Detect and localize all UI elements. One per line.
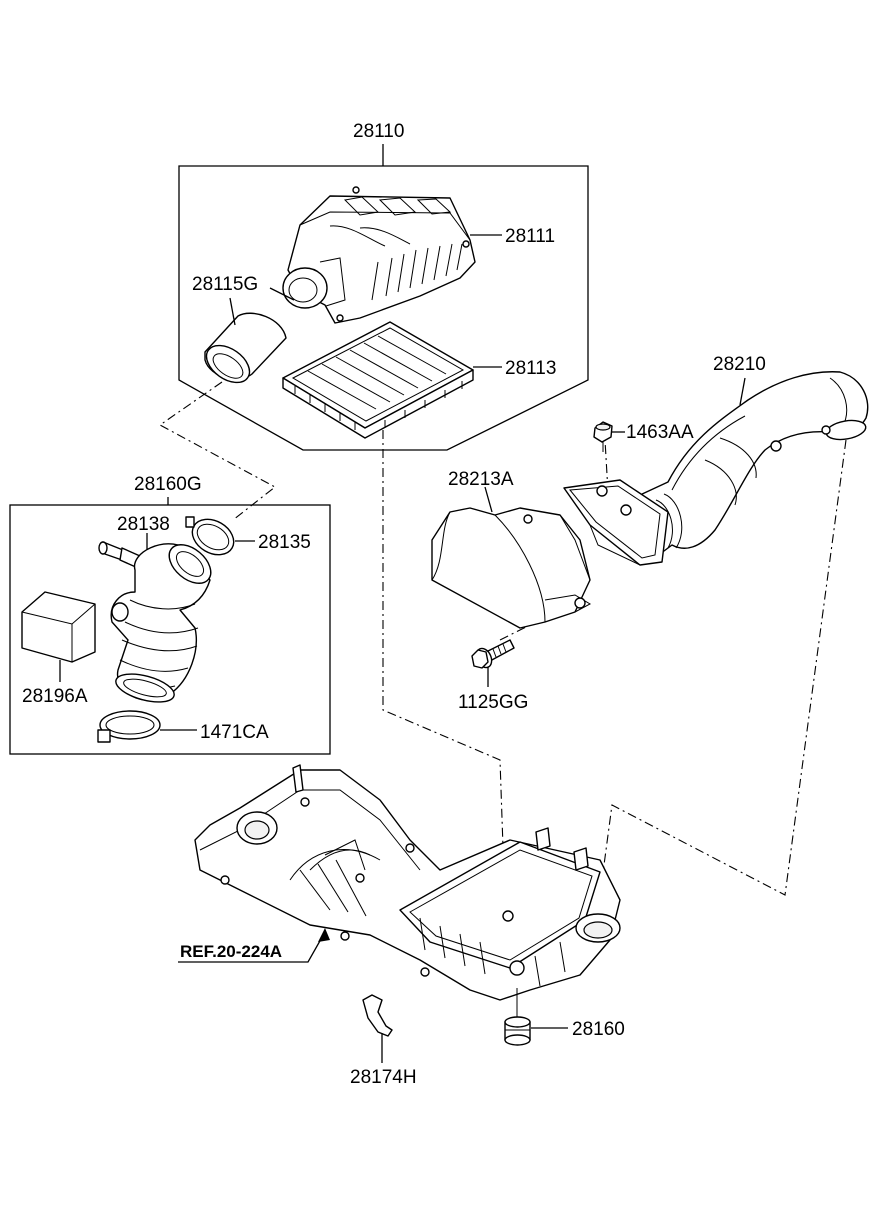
label-1463aa: 1463AA (626, 422, 694, 443)
hose-clamp-28135 (185, 516, 235, 556)
dash-line-2 (382, 430, 506, 906)
label-1471ca: 1471CA (200, 722, 269, 743)
ref-leader (178, 931, 326, 963)
clip-1463aa (593, 421, 613, 452)
leader-28210 (739, 377, 746, 406)
label-28213a: 28213A (448, 469, 514, 490)
intake-duct-28115g (204, 312, 287, 384)
label-28135: 28135 (258, 532, 311, 553)
grommet-28160 (504, 988, 531, 1046)
leader-28115g (229, 297, 236, 326)
dash-line-1 (158, 381, 276, 521)
bracket-28174h (362, 994, 393, 1037)
label-28113: 28113 (505, 358, 556, 379)
intake-hose-28210 (639, 371, 869, 561)
leader-28213a (484, 486, 493, 513)
air-cleaner-cover (282, 186, 476, 324)
group-box-28110 (178, 165, 589, 451)
ref-arrowhead (318, 928, 330, 942)
group-box-28160g (9, 504, 331, 755)
air-filter-element (282, 321, 474, 439)
label-28174h: 28174H (350, 1067, 417, 1088)
label-ref: REF.20-224A (180, 942, 282, 961)
label-28111: 28111 (505, 226, 555, 247)
leader-28115g-2 (269, 287, 295, 301)
label-28196a: 28196A (22, 686, 88, 707)
label-28160g: 28160G (134, 474, 202, 495)
label-28110: 28110 (353, 121, 404, 142)
label-28138: 28138 (117, 514, 170, 535)
label-28160: 28160 (572, 1019, 625, 1040)
dash-line-3 (599, 439, 847, 896)
air-hose-assembly (110, 543, 212, 703)
fitting-28138 (98, 541, 141, 569)
bolt-1125gg (471, 639, 515, 669)
air-cleaner-lower-body (194, 764, 621, 1001)
label-28115g: 28115G (192, 274, 258, 295)
label-1125gg: 1125GG (458, 692, 528, 713)
clamp-1471ca (97, 710, 161, 743)
filter-28196a (21, 591, 96, 663)
resonator-28213a (431, 479, 669, 629)
label-28210: 28210 (713, 354, 766, 375)
